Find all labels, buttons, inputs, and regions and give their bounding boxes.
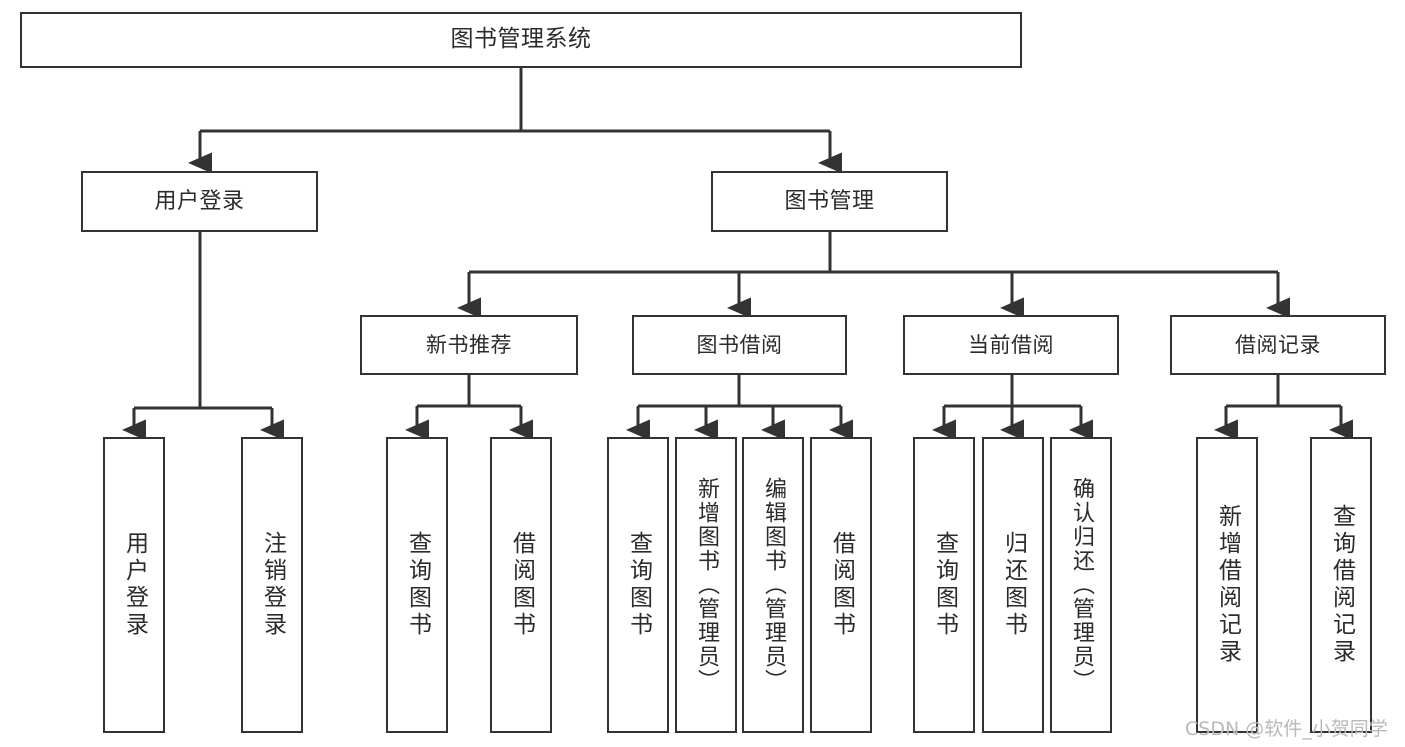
node-leaf-edit-book-admin[interactable]: 编辑图书（管理员） xyxy=(742,437,804,733)
node-leaf-add-book-admin[interactable]: 新增图书（管理员） xyxy=(675,437,737,733)
connector-bookborrow-to-leaves xyxy=(626,375,853,441)
node-leaf-borrow-book-newbook[interactable]: 借阅图书 xyxy=(490,437,552,733)
node-label: 新增借阅记录 xyxy=(1214,504,1241,666)
node-label: 借阅图书 xyxy=(508,531,535,639)
connector-root-to-level1 xyxy=(188,68,842,174)
node-leaf-borrow-book[interactable]: 借阅图书 xyxy=(810,437,872,733)
node-leaf-confirm-return-admin[interactable]: 确认归还（管理员） xyxy=(1050,437,1112,733)
node-label: 新增图书（管理员） xyxy=(694,477,719,693)
node-leaf-return-book[interactable]: 归还图书 xyxy=(982,437,1044,733)
node-label: 归还图书 xyxy=(1000,531,1027,639)
connector-newbook-to-leaves xyxy=(405,375,533,441)
node-label: 当前借阅 xyxy=(968,332,1054,357)
node-current-borrow[interactable]: 当前借阅 xyxy=(903,315,1119,375)
connector-borrowrecord-to-leaves xyxy=(1214,375,1353,441)
node-label: 图书借阅 xyxy=(696,332,783,357)
node-leaf-query-book-newbook[interactable]: 查询图书 xyxy=(386,437,448,733)
node-leaf-query-book-current[interactable]: 查询图书 xyxy=(913,437,975,733)
node-label: 用户登录 xyxy=(121,531,148,639)
node-new-book-recommendation[interactable]: 新书推荐 xyxy=(360,315,578,375)
node-label: 用户登录 xyxy=(154,188,245,214)
node-label: 借阅图书 xyxy=(828,531,855,639)
node-label: 查询图书 xyxy=(931,531,958,639)
connector-bookmanage-to-level2 xyxy=(457,232,1290,319)
node-label: 确认归还（管理员） xyxy=(1069,477,1094,693)
node-root-book-management-system[interactable]: 图书管理系统 xyxy=(20,12,1022,68)
node-label: 新书推荐 xyxy=(426,332,512,357)
node-borrow-record[interactable]: 借阅记录 xyxy=(1170,315,1386,375)
csdn-watermark: CSDN @软件_小贺同学 xyxy=(1185,718,1388,740)
node-leaf-query-borrow-record[interactable]: 查询借阅记录 xyxy=(1310,437,1372,733)
connector-userlogin-to-leaves xyxy=(122,232,284,441)
node-book-borrow[interactable]: 图书借阅 xyxy=(632,315,847,375)
node-book-management[interactable]: 图书管理 xyxy=(711,171,948,232)
node-label: 查询图书 xyxy=(625,531,652,639)
node-label: 注销登录 xyxy=(259,531,286,639)
node-label: 图书管理 xyxy=(784,188,875,214)
connector-currentborrow-to-leaves xyxy=(932,375,1093,441)
node-label: 图书管理系统 xyxy=(450,26,592,53)
node-leaf-logout[interactable]: 注销登录 xyxy=(241,437,303,733)
node-label: 借阅记录 xyxy=(1235,332,1321,357)
node-label: 编辑图书（管理员） xyxy=(761,477,786,693)
node-label: 查询图书 xyxy=(404,531,431,639)
node-leaf-user-login[interactable]: 用户登录 xyxy=(103,437,165,733)
node-leaf-add-borrow-record[interactable]: 新增借阅记录 xyxy=(1196,437,1258,733)
node-label: 查询借阅记录 xyxy=(1328,504,1355,666)
node-user-login[interactable]: 用户登录 xyxy=(81,171,318,232)
node-leaf-query-book-borrow[interactable]: 查询图书 xyxy=(607,437,669,733)
